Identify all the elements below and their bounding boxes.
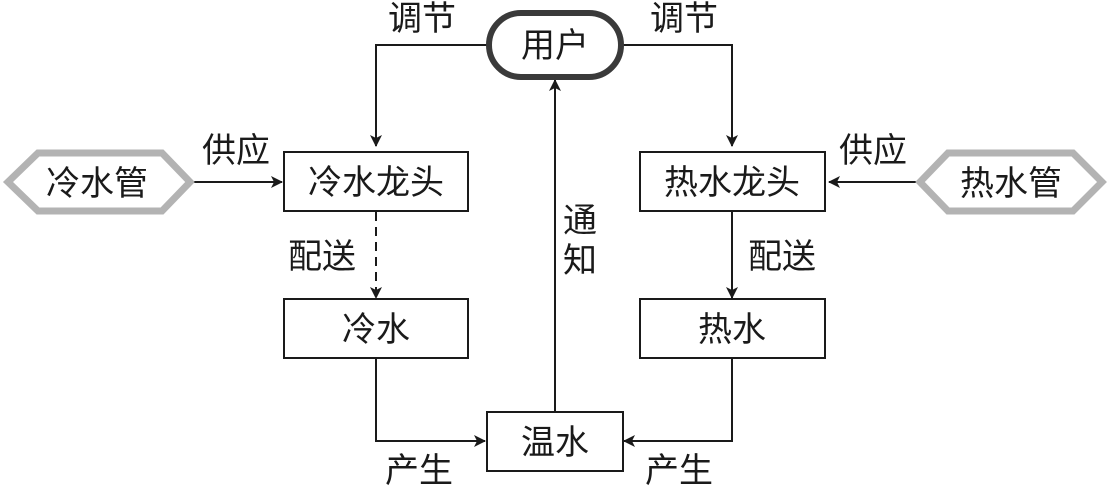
- node-cold-water-label: 冷水: [342, 310, 410, 350]
- label-cold-produce: 产生: [385, 451, 453, 490]
- edge-user-to-hot-tap: [623, 44, 738, 147]
- label-notify-char-1: 通: [563, 201, 597, 241]
- node-cold-tap: 冷水龙头: [283, 151, 469, 212]
- label-hot-deliver: 配送: [748, 237, 816, 277]
- node-hot-pipe: 热水管: [915, 149, 1107, 215]
- edge-cold-water-to-warm-water: [375, 358, 486, 447]
- node-cold-water: 冷水: [283, 298, 469, 359]
- label-user-to-hot-tap: 调节: [650, 0, 718, 39]
- node-user-label: 用户: [521, 26, 589, 66]
- label-cold-deliver: 配送: [288, 237, 356, 277]
- node-hot-water-label: 热水: [698, 310, 766, 350]
- edge-user-to-cold-tap: [370, 44, 487, 147]
- label-hot-pipe-supply: 供应: [839, 131, 907, 171]
- label-user-to-cold-tap: 调节: [388, 0, 456, 39]
- node-cold-pipe-label: 冷水管: [46, 164, 148, 204]
- node-hot-pipe-label: 热水管: [960, 164, 1062, 204]
- node-user: 用户: [486, 10, 624, 80]
- node-hot-water: 热水: [639, 298, 826, 359]
- node-warm-water-label: 温水: [521, 423, 589, 463]
- label-notify-char-2: 知: [563, 241, 597, 281]
- node-warm-water: 温水: [486, 411, 624, 472]
- label-hot-produce: 产生: [645, 451, 713, 490]
- node-cold-tap-label: 冷水龙头: [308, 163, 444, 203]
- edge-hot-water-to-warm-water: [623, 358, 733, 447]
- node-hot-tap-label: 热水龙头: [664, 163, 800, 203]
- node-hot-tap: 热水龙头: [639, 151, 826, 212]
- node-cold-pipe: 冷水管: [2, 149, 195, 215]
- label-cold-pipe-supply: 供应: [202, 131, 270, 171]
